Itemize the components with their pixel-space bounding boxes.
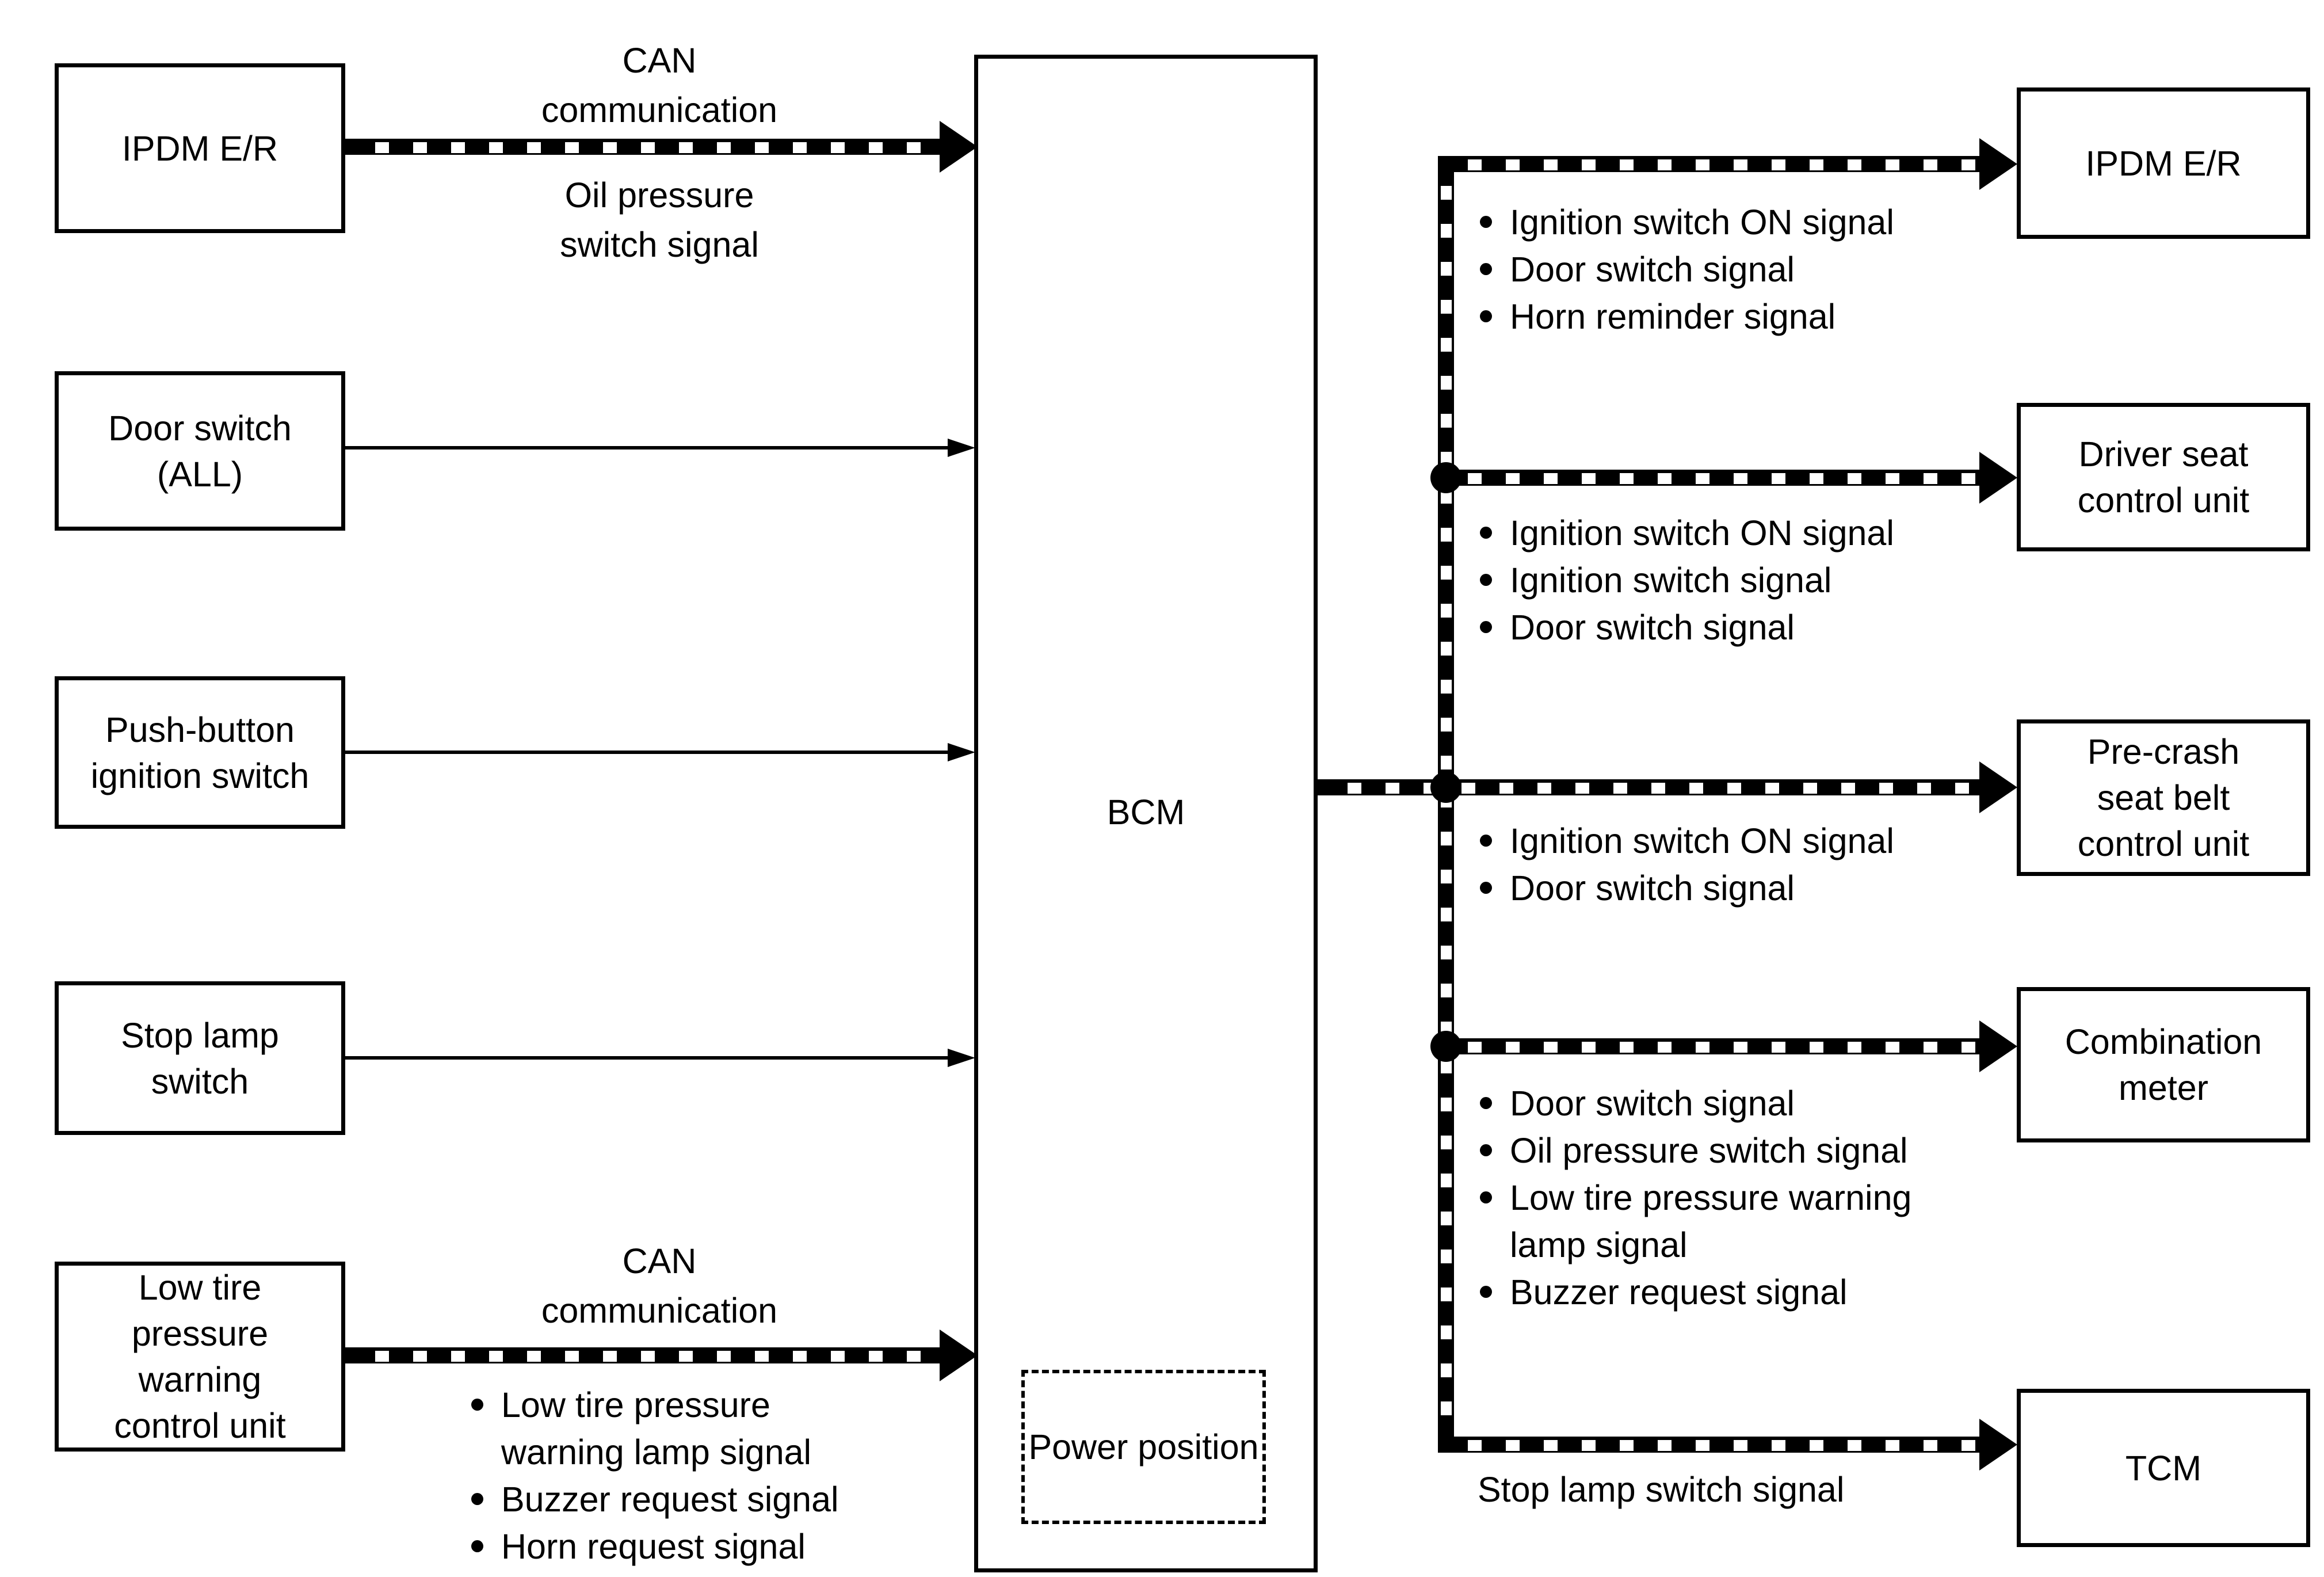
- node-label: Door switch(ALL): [108, 408, 292, 494]
- edge-bcm-to-ipdm-shaft: [1438, 156, 1981, 172]
- node-tcm: TCM: [2017, 1389, 2310, 1547]
- bullet-item: Ignition switch ON signal: [1478, 817, 1961, 864]
- bullet-item: Ignition switch signal: [1478, 557, 1961, 604]
- edge-stop-lamp-to-bcm-line: [345, 1056, 949, 1060]
- arrowhead-icon: [940, 121, 978, 173]
- edge-bcm-to-driver-seat-shaft: [1438, 470, 1981, 486]
- arrowhead-icon: [1979, 1020, 2017, 1072]
- bullet-item: Oil pressure switch signal: [1478, 1127, 1961, 1174]
- bullet-item-text: Door switch signal: [1510, 1084, 1795, 1123]
- node-ipdm-er-right: IPDM E/R: [2017, 87, 2310, 239]
- bullet-item-text: Buzzer request signal: [501, 1480, 839, 1519]
- bullet-item: Door switch signal: [1478, 604, 1961, 651]
- bcm-label: BCM: [1106, 793, 1185, 832]
- arrowhead-icon: [948, 1049, 975, 1067]
- bullet-item-text: Ignition switch ON signal: [1510, 203, 1894, 242]
- bullet-item: Ignition switch ON signal: [1478, 199, 1961, 246]
- bullet-item: Door switch signal: [1478, 246, 1961, 293]
- edge-bcm-to-tcm-shaft: [1438, 1437, 1981, 1453]
- bullet-item-text: Door switch signal: [1510, 250, 1795, 289]
- node-label: TCM: [2125, 1448, 2202, 1488]
- bullet-item-text: Buzzer request signal: [1510, 1273, 1848, 1312]
- bullet-item: Door switch signal: [1478, 1080, 1961, 1127]
- bullet-item-text: Door switch signal: [1510, 608, 1795, 647]
- bullet-item-text: Ignition switch ON signal: [1510, 513, 1894, 553]
- edge-ipdm-to-bcm-shaft: [345, 139, 942, 155]
- arrowhead-icon: [1979, 452, 2017, 504]
- junction-dot: [1430, 462, 1461, 493]
- bullet-item: Ignition switch ON signal: [1478, 509, 1961, 557]
- bullet-item-text: Ignition switch signal: [1510, 561, 1832, 600]
- bullet-item-text: Horn request signal: [501, 1527, 806, 1566]
- junction-dot: [1430, 1031, 1461, 1062]
- arrowhead-icon: [1979, 761, 2017, 813]
- node-label: IPDM E/R: [121, 128, 278, 168]
- arrowhead-icon: [948, 439, 975, 457]
- bullet-item: Horn request signal: [469, 1523, 849, 1570]
- edge-bcm-to-pre-crash-shaft: [1318, 779, 1981, 795]
- node-door-switch: Door switch(ALL): [55, 371, 345, 531]
- bullet-item-text: Ignition switch ON signal: [1510, 821, 1894, 860]
- bullet-item: Horn reminder signal: [1478, 293, 1961, 340]
- bullet-item: Door switch signal: [1478, 864, 1961, 912]
- bullet-item: Buzzer request signal: [469, 1476, 849, 1523]
- edge-push-button-to-bcm-line: [345, 751, 949, 754]
- bullet-item-text: Door switch signal: [1510, 869, 1795, 908]
- node-label: IPDM E/R: [2085, 143, 2242, 183]
- trunk-vertical-shaft: [1438, 156, 1454, 1453]
- bullet-item-text: Oil pressure switch signal: [1510, 1131, 1908, 1170]
- arrowhead-icon: [948, 743, 975, 761]
- power-position-box: Power position: [1021, 1370, 1266, 1524]
- bullet-item-text: Horn reminder signal: [1510, 297, 1836, 336]
- arrowhead-icon: [1979, 1419, 2017, 1471]
- edge-low-tire-to-bcm-shaft: [345, 1347, 942, 1363]
- power-position-label: Power position: [1028, 1427, 1259, 1466]
- arrowhead-icon: [940, 1330, 978, 1381]
- junction-dot: [1430, 772, 1461, 803]
- edge-door-switch-to-bcm-line: [345, 446, 949, 450]
- node-ipdm-er-left: IPDM E/R: [55, 63, 345, 233]
- bullet-item: Buzzer request signal: [1478, 1269, 1961, 1316]
- edge-bcm-to-combination-meter-shaft: [1438, 1038, 1981, 1054]
- node-bcm: [974, 55, 1318, 1572]
- arrowhead-icon: [1979, 138, 2017, 190]
- edge-bcm-to-tcm-label: Stop lamp switch signal: [1478, 1470, 1845, 1509]
